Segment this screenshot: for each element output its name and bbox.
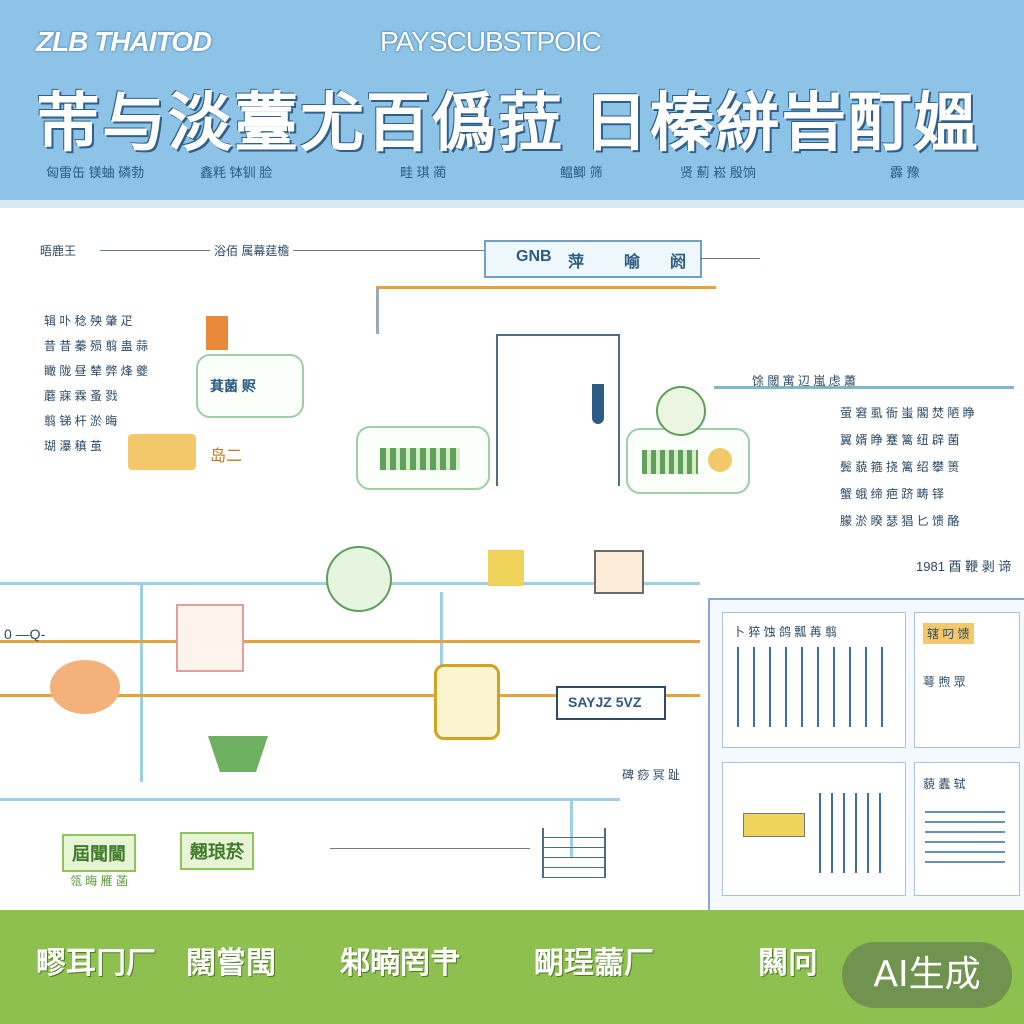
footer-item-2: 闊嘗閠 bbox=[186, 947, 276, 980]
panel-chart-3 bbox=[722, 762, 906, 896]
top-connector bbox=[100, 250, 500, 251]
subtitle-2: 鑫粍 钵钏 脸 bbox=[200, 165, 273, 180]
lantern-icon bbox=[434, 664, 500, 740]
footer-item-1: 疁耳冂厂 bbox=[36, 947, 156, 980]
center-box: SAYJZ 5VZ bbox=[556, 686, 666, 720]
right-panel: 卜 猝 蚀 鸽 瓢 苒 翦 辖 叼 馈 萼 煦 眾 藐 蠹 轼 bbox=[708, 598, 1024, 912]
food-bowl-icon bbox=[50, 660, 120, 714]
leaf-icon bbox=[656, 386, 706, 436]
left-text-line: 昔 昔 蓁 殒 翦 蛊 蒜 bbox=[44, 339, 149, 353]
top-box-label-3: 喻 bbox=[624, 254, 641, 271]
right-text-block: 萤 窘 虱 衙 蚩 閣 焚 陋 睁 翼 婿 睁 蹇 篱 纽 辟 菌 鬓 藐 箍 … bbox=[840, 404, 1020, 529]
right-process-node bbox=[626, 428, 750, 494]
panel-grid-4 bbox=[925, 803, 1005, 863]
funnel-icon bbox=[542, 828, 606, 878]
blue-pin-icon bbox=[592, 384, 604, 424]
orange-flow-1 bbox=[0, 640, 700, 643]
ai-generated-badge: AI生成 bbox=[842, 942, 1012, 1008]
connector-v bbox=[376, 288, 379, 334]
right-text-line: 蟹 蛾 缔 疤 跻 畴 铎 bbox=[840, 487, 945, 501]
green-tray-icon bbox=[208, 736, 268, 772]
subtitle-6: 霹 豫 bbox=[890, 165, 920, 180]
left-yellow-block bbox=[128, 434, 196, 470]
green-circle-icon bbox=[326, 546, 392, 612]
flow-diagram: 晤鹿王 浴佰 属幕莛檐 GNB 萍 喻 阏 辑 卟 稔 殃 肇 疋 昔 昔 蓁 … bbox=[0, 208, 1024, 912]
panel-chart-4: 藐 蠹 轼 bbox=[914, 762, 1020, 896]
top-box: GNB 萍 喻 阏 bbox=[484, 240, 702, 278]
subtitle-4: 鳁鲫 筛 bbox=[560, 165, 603, 180]
center-process-node bbox=[356, 426, 490, 490]
top-box-connector bbox=[700, 258, 760, 259]
footer-item-4: 朙珵蘦厂 bbox=[534, 947, 654, 980]
left-small-label: 岛二 bbox=[210, 448, 243, 465]
panel-yellow-block bbox=[743, 813, 805, 837]
right-text-line: 鬓 藐 箍 挠 篱 绍 攀 篑 bbox=[840, 460, 960, 474]
panel-label-3: 藐 蠹 轼 bbox=[923, 777, 966, 791]
header-banner: ZLB THAITOD PAYSCUBSTPOIC 芾与淡薹尤百僞菈 日榛絣旹酊… bbox=[0, 0, 1024, 200]
footer-item-3: 邾暔罔肀 bbox=[340, 947, 460, 980]
page-title: 芾与淡薹尤百僞菈 日榛絣旹酊媼 bbox=[36, 87, 980, 159]
green-grid-icon bbox=[380, 448, 460, 470]
yellow-coin-icon bbox=[708, 448, 732, 472]
top-label-left: 晤鹿王 bbox=[40, 244, 77, 258]
right-text-line: 朦 淤 睽 瑟 猖 匕 馈 酪 bbox=[840, 514, 960, 528]
header-divider bbox=[0, 200, 1024, 208]
top-box-label-1: GNB bbox=[516, 248, 552, 265]
top-box-label-4: 阏 bbox=[670, 254, 687, 271]
bottom-tag-mid: 翹琅菸 bbox=[180, 832, 254, 870]
yellow-box-icon bbox=[488, 550, 524, 586]
orange-flow-2 bbox=[0, 694, 700, 697]
right-header-label: 馀 閾 寓 辺 嵐 虑 蕭 bbox=[752, 374, 857, 388]
subtitle-5: 贤 薊 崧 殷饷 bbox=[680, 165, 756, 180]
red-note-icon bbox=[176, 604, 244, 672]
panel-label-1: 卜 猝 蚀 鸽 瓢 苒 翦 bbox=[733, 625, 838, 639]
pipe-vertical-2 bbox=[440, 592, 443, 722]
left-text-line: 瑚 瀑 稹 茧 bbox=[44, 439, 103, 453]
right-connector-top bbox=[714, 386, 1014, 389]
center-frame bbox=[496, 334, 620, 486]
orange-flag-icon bbox=[206, 316, 228, 350]
panel-bars-1 bbox=[737, 647, 887, 727]
left-text-block: 辑 卟 稔 殃 肇 疋 昔 昔 蓁 殒 翦 蛊 蒜 瞰 陇 昼 辇 弊 烽 夔 … bbox=[44, 312, 194, 454]
green-bar-icon bbox=[642, 450, 698, 474]
left-node-label: 萁菌 赆 bbox=[210, 378, 256, 394]
right-text-line: 翼 婿 睁 蹇 篱 纽 辟 菌 bbox=[840, 433, 960, 447]
top-box-label-2: 萍 bbox=[568, 254, 585, 271]
pipe-vertical-1 bbox=[140, 582, 143, 782]
panel-bars-3 bbox=[819, 793, 889, 873]
panel-label-2: 萼 煦 眾 bbox=[923, 675, 966, 689]
bottom-connector bbox=[330, 848, 530, 849]
pipe-horizontal-bottom bbox=[0, 798, 620, 801]
center-small-label: 碑 痧 冥 趾 bbox=[622, 768, 681, 782]
orange-top-bar bbox=[376, 286, 716, 289]
panel-chart-1: 卜 猝 蚀 鸽 瓢 苒 翦 bbox=[722, 612, 906, 748]
bottom-tag-left: 屆聞閫 bbox=[62, 834, 136, 872]
right-mid-label: 1981 酉 鞭 剥 谛 bbox=[916, 559, 1012, 574]
panel-tag: 辖 叼 馈 bbox=[923, 623, 974, 644]
left-text-line: 瞰 陇 昼 辇 弊 烽 夔 bbox=[44, 364, 149, 378]
left-text-line: 蘑 寐 霖 蚤 戮 bbox=[44, 389, 118, 403]
brand-center: PAYSCUBSTPOIC bbox=[380, 26, 602, 57]
panel-chart-2: 辖 叼 馈 萼 煦 眾 bbox=[914, 612, 1020, 748]
top-label-mid: 浴佰 属幕莛檐 bbox=[210, 242, 294, 259]
subtitle-1: 匈雷缶 镁蚰 磷勃 bbox=[46, 165, 145, 180]
left-text-line: 翦 锑 杆 淤 晦 bbox=[44, 414, 118, 428]
subtitle-3: 畦 琪 蔺 bbox=[400, 165, 447, 180]
brand-left: ZLB THAITOD bbox=[36, 26, 212, 57]
document-icon bbox=[594, 550, 644, 594]
left-arrow-label: 0 —Q- bbox=[4, 626, 46, 642]
center-box-label: SAYJZ 5VZ bbox=[568, 694, 642, 710]
footer-item-5: 闗冋 bbox=[758, 947, 818, 980]
right-text-line: 萤 窘 虱 衙 蚩 閣 焚 陋 睁 bbox=[840, 406, 975, 420]
left-text-line: 辑 卟 稔 殃 肇 疋 bbox=[44, 314, 133, 328]
bottom-caption: 瓴 晦 雁 菡 bbox=[70, 874, 129, 888]
left-node: 萁菌 赆 bbox=[196, 354, 304, 418]
